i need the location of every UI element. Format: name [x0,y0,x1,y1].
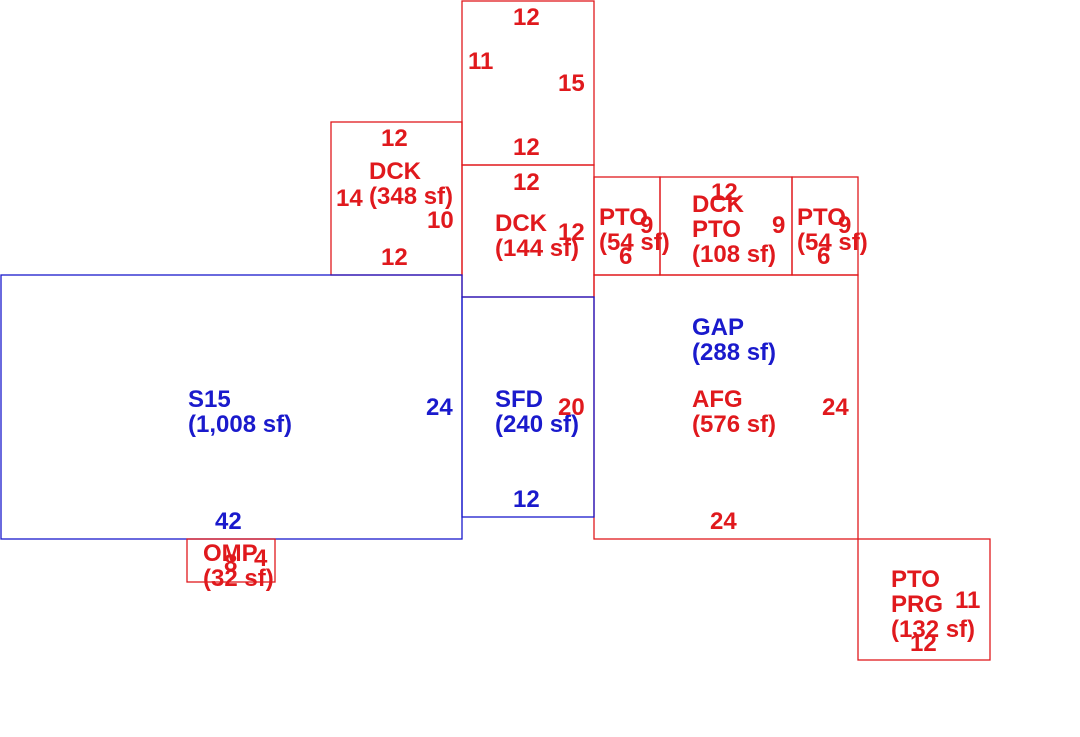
gap-code: GAP [692,314,744,341]
dck-144-size: (144 sf) [495,235,579,262]
dim-top-ext-left: 11 [468,48,493,75]
dim-omp-bottom: 8 [224,550,237,577]
dim-dck348-right: 10 [427,207,454,234]
dim-omp-right: 4 [254,545,268,572]
dim-pto-right-bottom: 6 [817,243,830,270]
s15-code: S15 [188,386,231,413]
dim-prg-right: 11 [955,587,980,614]
dim-dck144-top: 12 [513,169,540,196]
dck-144-code: DCK [495,210,548,237]
dim-dck348-top: 12 [381,125,408,152]
area-outlines [0,0,991,661]
dim-dckpto-top: 12 [711,179,738,206]
dck-348-code: DCK [369,158,422,185]
dimension-labels: 12 11 15 12 12 14 10 12 12 12 9 6 12 9 9… [215,4,980,657]
dim-afg-right: 24 [822,394,849,421]
dim-dck348-left: 14 [336,185,363,212]
pto-left-size: (54 sf) [599,229,670,256]
dim-pto-left-right: 9 [640,212,653,239]
dim-top-ext-bottom: 12 [513,134,540,161]
pto-prg-outline [857,538,991,661]
dck-pto-code-1: DCK [692,191,745,218]
dim-dckpto-right: 9 [772,212,785,239]
omp-code: OMP [203,540,258,567]
pto-prg-code-1: PTO [891,566,940,593]
dim-pto-left-bottom: 6 [619,243,632,270]
dim-prg-bottom: 12 [910,630,937,657]
dim-sfd-bottom: 12 [513,486,540,513]
dim-dck144-right: 12 [558,219,585,246]
area-labels: DCK (348 sf) DCK (144 sf) PTO (54 sf) DC… [188,158,975,643]
afg-size: (576 sf) [692,411,776,438]
dim-pto-right-right: 9 [838,212,851,239]
afg-code: AFG [692,386,743,413]
omp-outline [186,538,276,583]
dck-348-size: (348 sf) [369,183,453,210]
dim-s15-right: 24 [426,394,453,421]
dim-sfd-right: 20 [558,394,585,421]
gap-size: (288 sf) [692,339,776,366]
pto-left-code: PTO [599,204,648,231]
dim-dck348-bottom: 12 [381,244,408,271]
dim-top-ext-top: 12 [513,4,540,31]
dim-s15-bottom: 42 [215,508,242,535]
sfd-outline [461,296,595,518]
sfd-size: (240 sf) [495,411,579,438]
pto-right-code: PTO [797,204,846,231]
pto-right-size: (54 sf) [797,229,868,256]
pto-prg-code-2: PRG [891,591,943,618]
dim-afg-bottom: 24 [710,508,737,535]
dck-pto-code-2: PTO [692,216,741,243]
sfd-code: SFD [495,386,543,413]
dck-pto-size: (108 sf) [692,241,776,268]
s15-size: (1,008 sf) [188,411,292,438]
s15-outline [0,274,463,540]
omp-size: (32 sf) [203,565,274,592]
pto-prg-size: (132 sf) [891,616,975,643]
dim-top-ext-right: 15 [558,70,585,97]
